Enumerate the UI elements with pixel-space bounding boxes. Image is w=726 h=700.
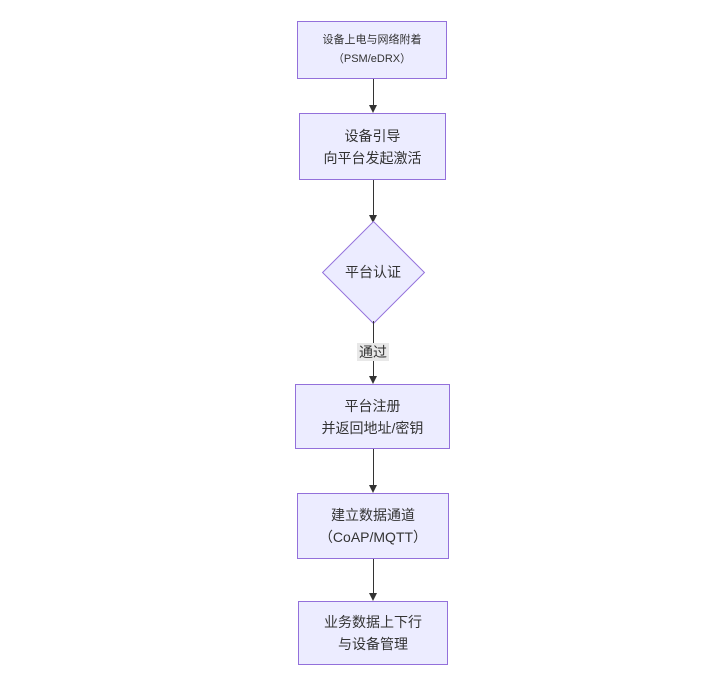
- arrowhead-icon: [369, 593, 377, 601]
- node-bootstrap: 设备引导 向平台发起激活: [299, 113, 446, 180]
- arrow-bootstrap-to-auth: [369, 180, 377, 223]
- node-label-line: （CoAP/MQTT）: [318, 529, 428, 545]
- node-power-attach: 设备上电与网络附着 （PSM/eDRX）: [297, 21, 447, 79]
- arrowhead-icon: [369, 215, 377, 223]
- node-data-channel: 建立数据通道 （CoAP/MQTT）: [297, 493, 449, 559]
- node-register: 平台注册 并返回地址/密钥: [295, 384, 450, 449]
- edge-label-pass: 通过: [357, 343, 389, 361]
- node-label-line: 设备上电与网络附着: [322, 34, 422, 46]
- arrow-shaft: [372, 180, 374, 215]
- arrow-shaft: [372, 79, 374, 105]
- node-label-line: 与设备管理: [338, 636, 408, 652]
- arrowhead-icon: [369, 105, 377, 113]
- arrow-power-to-bootstrap: [369, 79, 377, 113]
- arrowhead-icon: [369, 376, 377, 384]
- node-label-line: 向平台发起激活: [323, 149, 422, 166]
- node-label-line: 业务数据上下行: [324, 614, 422, 630]
- arrow-shaft: [372, 449, 374, 485]
- node-business: 业务数据上下行 与设备管理: [298, 601, 448, 665]
- arrow-shaft: [372, 559, 374, 593]
- node-label-line: 建立数据通道: [331, 507, 415, 523]
- node-platform-auth: 平台认证: [321, 220, 426, 325]
- node-label-line: 平台注册: [344, 397, 401, 414]
- node-label-line: 并返回地址/密钥: [321, 419, 424, 436]
- arrow-channel-to-business: [369, 559, 377, 601]
- node-label-line: 平台认证: [345, 264, 401, 280]
- node-label-line: 设备引导: [344, 127, 401, 144]
- node-label-line: （PSM/eDRX）: [332, 53, 412, 65]
- arrow-register-to-channel: [369, 449, 377, 493]
- arrowhead-icon: [369, 485, 377, 493]
